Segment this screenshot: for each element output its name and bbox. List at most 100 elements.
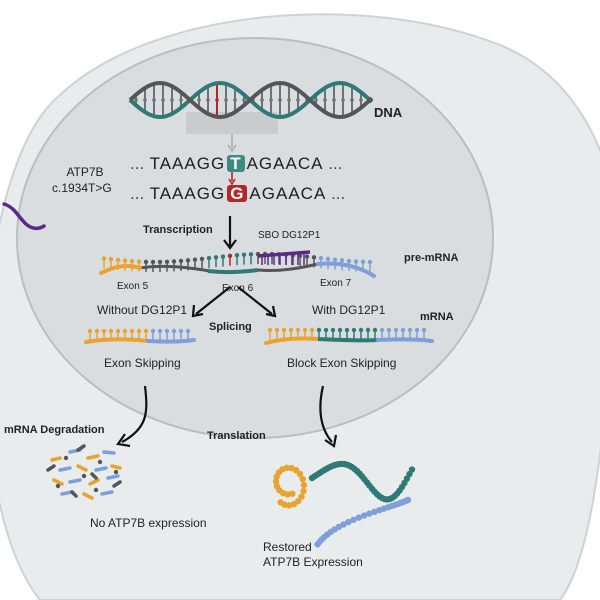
amino-acid-bead xyxy=(273,482,281,490)
fragment xyxy=(88,478,100,486)
mutant-prefix: TAAAGG xyxy=(149,184,226,203)
restored-mrna-exon6 xyxy=(317,337,379,343)
base-head xyxy=(372,327,378,333)
pre-mrna-exon7 xyxy=(316,261,376,278)
base-head xyxy=(360,259,366,264)
splicing-arrowhead-left xyxy=(191,304,204,318)
base-head xyxy=(353,259,359,264)
fragment-head xyxy=(55,483,61,489)
base-head xyxy=(281,327,287,333)
fragment xyxy=(110,464,122,470)
dna-highlight-box xyxy=(186,112,278,134)
base-head xyxy=(393,327,399,333)
base-head xyxy=(304,254,310,259)
base-head xyxy=(87,328,93,334)
base-head xyxy=(358,327,364,333)
base-head xyxy=(178,258,184,264)
dna-strand xyxy=(128,80,374,120)
variant-label: c.1934T>G xyxy=(52,181,112,195)
base-head xyxy=(150,328,156,334)
amino-acid-bead xyxy=(345,518,352,526)
dna-base-node xyxy=(143,98,147,102)
amino-acid-bead xyxy=(289,490,296,497)
amino-acid-bead xyxy=(277,499,284,506)
dna-base-node xyxy=(224,98,228,102)
amino-acid-bead xyxy=(300,487,307,495)
extracellular-oligo xyxy=(2,202,46,231)
base-head xyxy=(367,259,373,265)
base-head xyxy=(94,328,100,334)
transcription-label: Transcription xyxy=(143,224,213,236)
fragment xyxy=(70,490,78,498)
with-label: With DG12P1 xyxy=(312,303,386,317)
dna-base-node xyxy=(197,98,201,102)
dna-base-node xyxy=(314,98,318,102)
mutant-suffix: AGAACA xyxy=(249,184,326,203)
base-head xyxy=(178,328,184,334)
amino-acid-bead xyxy=(355,514,363,521)
restored-label-line2: ATP7B Expression xyxy=(263,555,363,569)
base-head xyxy=(339,258,345,263)
base-head xyxy=(344,327,350,333)
pre-mrna-exon6 xyxy=(207,268,259,275)
base-head xyxy=(325,256,331,262)
dna-base-node xyxy=(215,98,219,102)
sbo-label: SBO DG12P1 xyxy=(258,230,321,241)
base-head xyxy=(309,327,315,333)
dna-base-node xyxy=(233,98,237,102)
base-head xyxy=(379,327,385,333)
dna-base-node xyxy=(296,98,300,102)
pre-mrna-intron-right xyxy=(257,262,319,272)
atp7b-protein-chain xyxy=(272,460,416,548)
dna-base-node xyxy=(260,98,264,102)
mutant-base: G xyxy=(227,185,248,202)
base-head xyxy=(414,327,420,333)
fragment xyxy=(90,472,98,480)
fragment xyxy=(68,478,82,484)
degraded-mrna-fragments xyxy=(46,444,122,500)
dna-label: DNA xyxy=(374,105,403,120)
amino-acid-bead xyxy=(366,510,373,517)
amino-acid-bead xyxy=(360,512,368,519)
sequence-ellipsis: ... xyxy=(130,184,145,203)
translation-arrow xyxy=(319,385,333,443)
base-head xyxy=(136,259,142,264)
base-head xyxy=(206,255,212,261)
base-head xyxy=(330,327,336,333)
mrna-label: mRNA xyxy=(420,311,454,323)
transcription-arrowhead xyxy=(223,239,237,250)
base-head xyxy=(297,253,303,259)
base-head xyxy=(316,327,322,333)
fragment xyxy=(76,444,86,452)
skipped-mrna-exon5 xyxy=(84,337,150,344)
dna-base-node xyxy=(242,98,246,102)
amino-acid-bead xyxy=(299,475,306,483)
pre-mrna-exon5 xyxy=(99,263,142,275)
base-head xyxy=(150,259,156,265)
translation-label: Translation xyxy=(207,430,266,442)
splicing-arrow-right xyxy=(237,286,273,315)
base-head xyxy=(311,255,317,260)
base-head xyxy=(115,257,121,263)
base-head xyxy=(288,327,294,333)
wildtype-base: T xyxy=(227,155,245,172)
skipped-mrna-exon7 xyxy=(146,338,196,344)
amino-acid-bead xyxy=(283,464,291,472)
fragment xyxy=(52,478,64,486)
sbo-dg12p1-oligo xyxy=(257,250,311,265)
base-head xyxy=(143,259,149,265)
base-head xyxy=(227,253,233,259)
amino-acid-bead xyxy=(296,470,304,478)
dna-base-node xyxy=(332,98,336,102)
dna-base-node xyxy=(134,98,138,102)
base-head xyxy=(295,327,301,333)
restored-mrna-exon5 xyxy=(264,336,320,345)
splicing-arrowhead-right xyxy=(265,305,277,318)
base-head xyxy=(318,255,324,261)
splicing-arrow-left xyxy=(195,286,231,315)
dna-base-node xyxy=(350,98,354,102)
base-head xyxy=(241,252,247,257)
degradation-arrow xyxy=(121,385,148,443)
fragment xyxy=(86,454,100,460)
base-head xyxy=(115,328,121,334)
